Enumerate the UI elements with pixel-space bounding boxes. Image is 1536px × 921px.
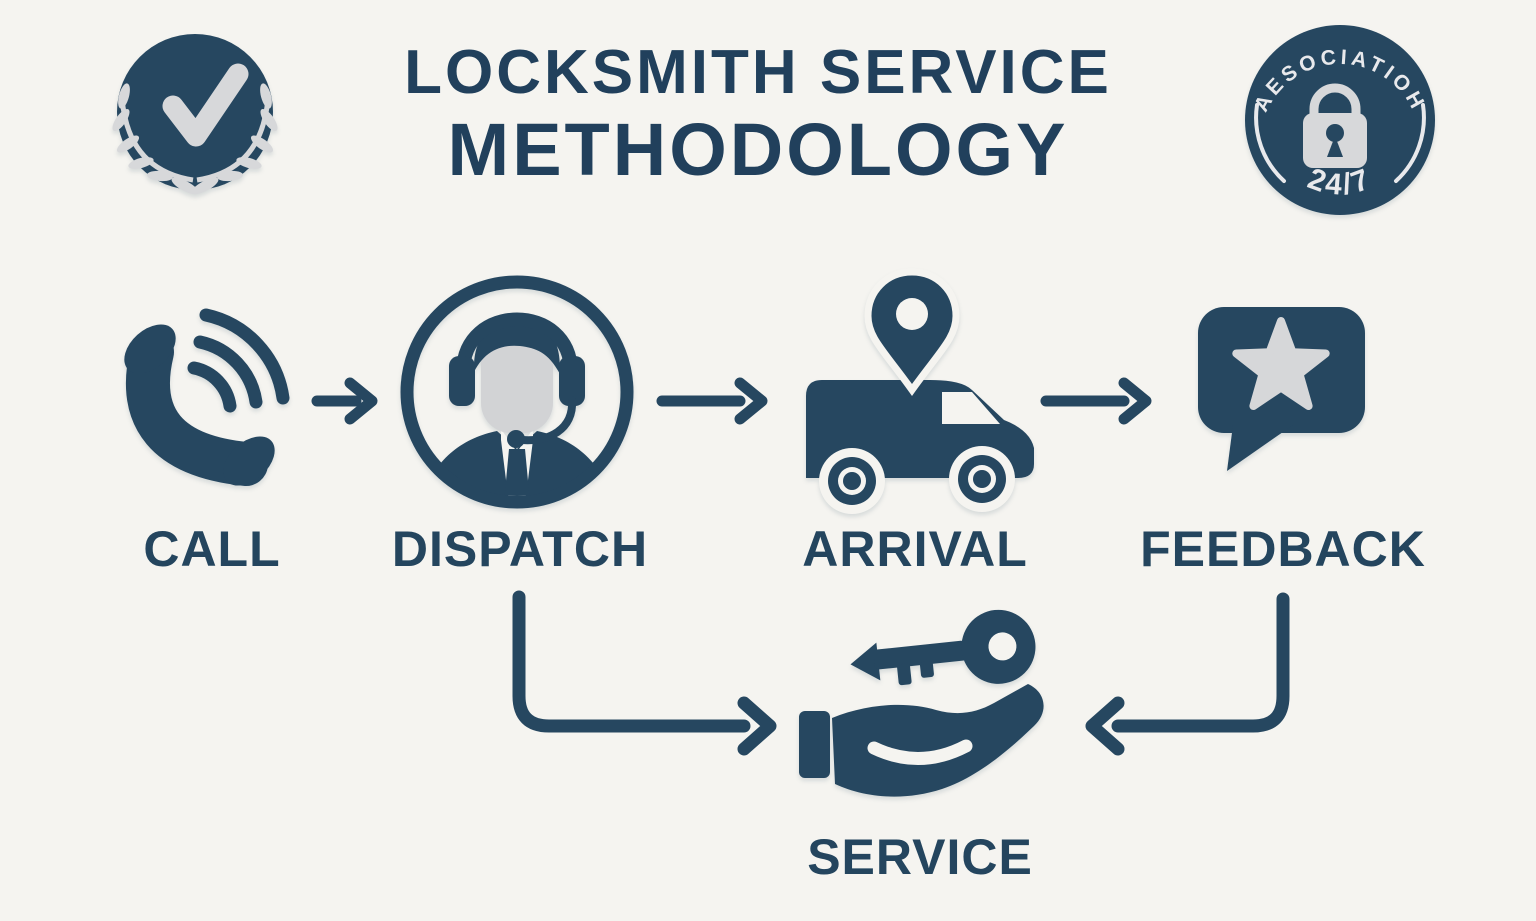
- van-front-wheel: [958, 455, 1006, 503]
- step-label-call: CALL: [143, 521, 281, 577]
- step-label-dispatch: DISPATCH: [391, 521, 649, 577]
- step-label-arrival: ARRIVAL: [802, 521, 1028, 577]
- arrow-feedback-to-service: [1085, 592, 1290, 756]
- van-rear-wheel: [828, 457, 876, 505]
- association-badge: AESOCIATIOH 24/7: [1245, 25, 1435, 215]
- van-location-pin-icon: [806, 268, 1034, 514]
- van-windshield: [942, 392, 1000, 424]
- arrow-dispatch-to-service: [512, 590, 777, 756]
- open-hand-icon: [799, 684, 1044, 797]
- padlock-icon: [1303, 83, 1367, 168]
- badge-left-arc: [1254, 103, 1286, 183]
- arrow-call-to-dispatch: [311, 377, 378, 425]
- quality-badge: [112, 34, 278, 195]
- arrow-arrival-to-feedback: [1040, 377, 1152, 425]
- star-icon: [1232, 317, 1330, 410]
- key-icon: [850, 609, 1036, 686]
- badge-right-arc: [1394, 103, 1426, 183]
- step-label-service: SERVICE: [807, 829, 1033, 885]
- hand-holding-key-icon: [799, 609, 1044, 797]
- sound-waves-icon: [187, 308, 290, 413]
- arrow-dispatch-to-arrival: [656, 377, 768, 425]
- laurel-wreath-icon: [112, 83, 278, 195]
- location-pin-icon: [864, 268, 960, 397]
- step-label-feedback: FEEDBACK: [1140, 521, 1426, 577]
- dispatcher-headset-icon: [400, 275, 634, 509]
- phone-icon: [124, 308, 290, 486]
- badge-hours-text: 24/7: [1304, 162, 1377, 202]
- checkmark-icon: [162, 63, 249, 147]
- title-line-1: LOCKSMITH SERVICE: [404, 38, 1112, 107]
- title-line-2: METHODOLOGY: [447, 108, 1069, 191]
- page-title: LOCKSMITH SERVICE METHODOLOGY: [404, 38, 1112, 192]
- speech-bubble-star-icon: [1198, 307, 1365, 471]
